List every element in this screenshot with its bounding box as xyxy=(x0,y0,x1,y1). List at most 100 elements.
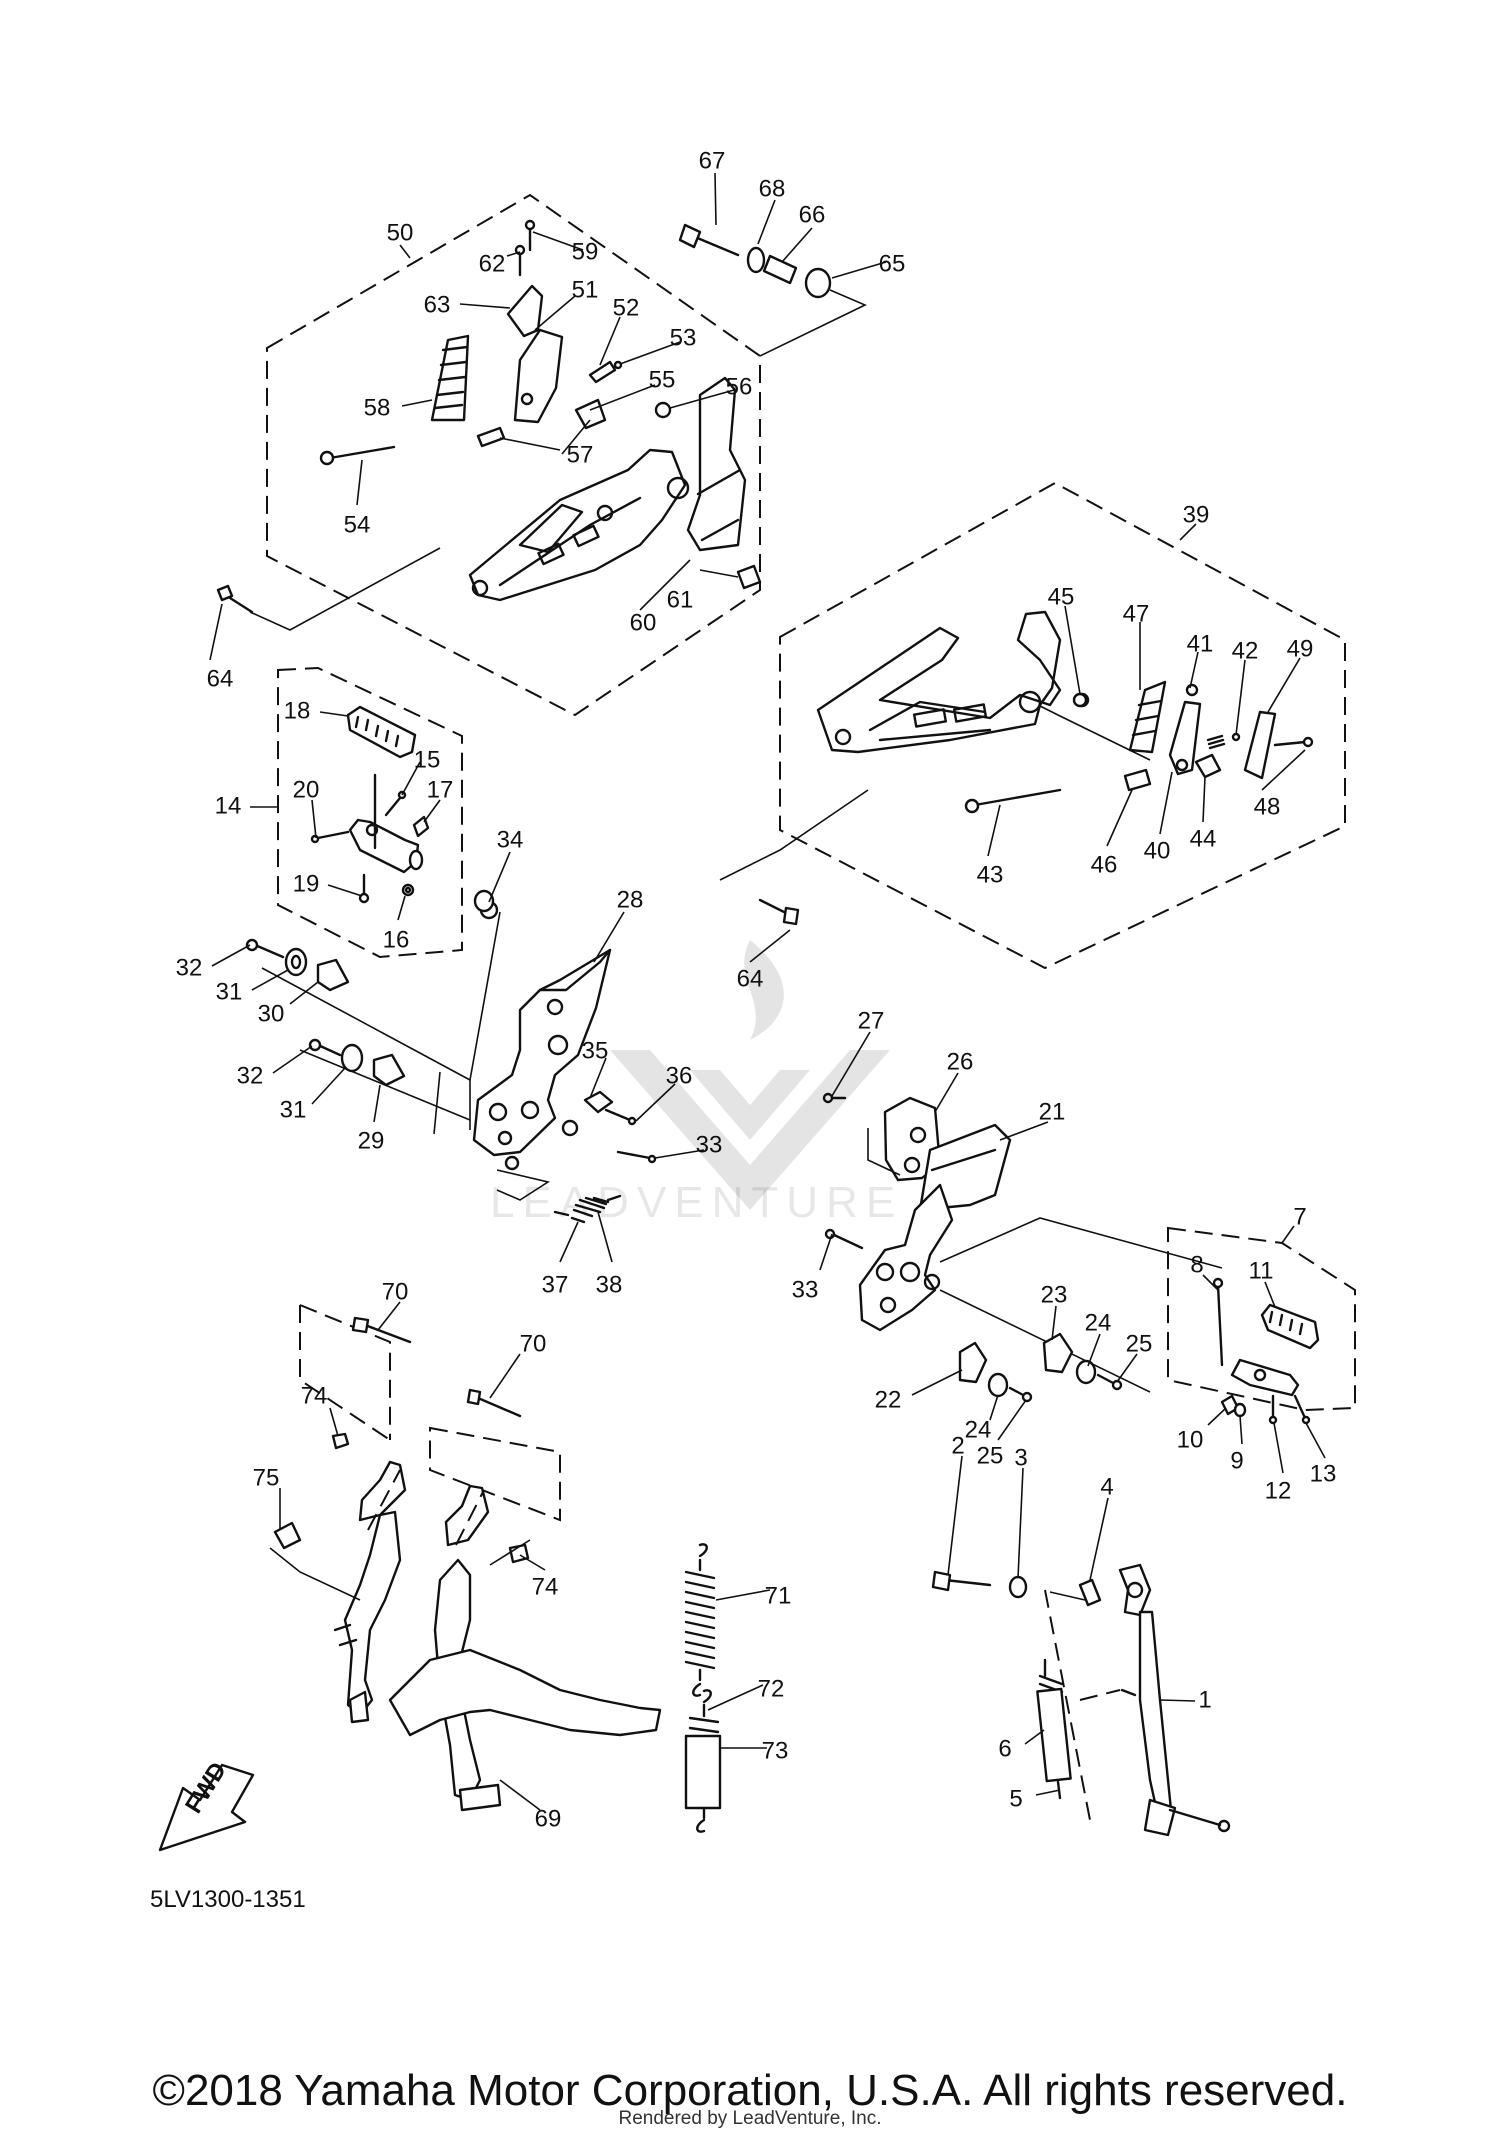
part-callout-57: 57 xyxy=(567,441,594,468)
part-callout-51: 51 xyxy=(572,276,599,303)
part-callout-55: 55 xyxy=(649,366,676,393)
bushings-left xyxy=(245,889,495,1087)
part-callout-69: 69 xyxy=(535,1805,562,1832)
part-callout-4: 4 xyxy=(1100,1473,1113,1500)
part-callout-35: 35 xyxy=(582,1037,609,1064)
part-callout-37: 37 xyxy=(542,1271,569,1298)
part-callout-64: 64 xyxy=(737,965,764,992)
part-callout-3: 3 xyxy=(1014,1444,1027,1471)
part-callout-42: 42 xyxy=(1232,637,1259,664)
part-callout-21: 21 xyxy=(1039,1098,1066,1125)
part-callout-64: 64 xyxy=(207,665,234,692)
front-footrest-left xyxy=(277,666,463,959)
part-callout-20: 20 xyxy=(293,776,320,803)
diagram-code: 5LV1300-1351 xyxy=(150,1886,306,1913)
part-callout-5: 5 xyxy=(1009,1785,1022,1812)
part-callout-66: 66 xyxy=(799,201,826,228)
part-callout-32: 32 xyxy=(176,954,203,981)
part-callout-52: 52 xyxy=(613,294,640,321)
part-callout-31: 31 xyxy=(280,1096,307,1123)
part-callout-30: 30 xyxy=(258,1000,285,1027)
part-callout-11: 11 xyxy=(1249,1257,1274,1284)
part-callout-71: 71 xyxy=(765,1582,792,1609)
part-callout-7: 7 xyxy=(1293,1203,1306,1230)
part-callout-2: 2 xyxy=(951,1432,964,1459)
part-callout-44: 44 xyxy=(1190,825,1217,852)
part-callout-13: 13 xyxy=(1310,1460,1337,1487)
part-callout-24: 24 xyxy=(1085,1309,1112,1336)
part-callout-50: 50 xyxy=(387,219,414,246)
rear-footrest-assembly-left xyxy=(266,193,762,717)
center-stand xyxy=(269,1304,662,1812)
part-callout-74: 74 xyxy=(532,1573,559,1600)
part-callout-31: 31 xyxy=(216,978,243,1005)
part-callout-9: 9 xyxy=(1230,1447,1243,1474)
part-callout-29: 29 xyxy=(358,1127,385,1154)
bushings-right xyxy=(958,1332,1123,1403)
part-callout-32: 32 xyxy=(237,1062,264,1089)
part-callout-75: 75 xyxy=(253,1464,280,1491)
part-callout-54: 54 xyxy=(344,511,371,538)
part-callout-61: 61 xyxy=(667,586,694,613)
part-callout-23: 23 xyxy=(1041,1281,1068,1308)
part-callout-48: 48 xyxy=(1254,793,1281,820)
watermark-logo-icon xyxy=(610,940,890,1210)
part-callout-74: 74 xyxy=(301,1382,328,1409)
part-callout-14: 14 xyxy=(215,792,242,819)
stand-springs xyxy=(684,1543,722,1833)
part-callout-6: 6 xyxy=(998,1735,1011,1762)
part-callout-25: 25 xyxy=(1126,1330,1153,1357)
copyright-notice: ©2018 Yamaha Motor Corporation, U.S.A. A… xyxy=(152,2066,1348,2115)
part-callout-65: 65 xyxy=(879,250,906,277)
part-callout-70: 70 xyxy=(520,1330,547,1357)
part-callout-33: 33 xyxy=(792,1276,819,1303)
part-callout-26: 26 xyxy=(947,1048,974,1075)
mount-bolt-spacers xyxy=(678,223,867,357)
part-callout-39: 39 xyxy=(1183,501,1210,528)
front-bracket-left xyxy=(261,900,657,1224)
part-callout-38: 38 xyxy=(596,1271,623,1298)
part-callout-58: 58 xyxy=(364,394,391,421)
part-callout-17: 17 xyxy=(427,776,454,803)
part-callout-72: 72 xyxy=(758,1675,785,1702)
part-callout-49: 49 xyxy=(1287,635,1314,662)
part-callout-18: 18 xyxy=(284,697,311,724)
part-callout-24: 24 xyxy=(965,1416,992,1443)
part-callout-45: 45 xyxy=(1048,583,1075,610)
part-callout-16: 16 xyxy=(383,926,410,953)
rendered-by-notice: Rendered by LeadVenture, Inc. xyxy=(618,2108,882,2129)
part-callout-46: 46 xyxy=(1091,851,1118,878)
part-callout-60: 60 xyxy=(630,609,657,636)
bolt-64-b xyxy=(719,789,869,926)
front-bracket-right xyxy=(822,1092,1223,1393)
part-callout-8: 8 xyxy=(1190,1251,1203,1278)
part-callout-63: 63 xyxy=(424,291,451,318)
part-callout-1: 1 xyxy=(1198,1686,1211,1713)
part-callout-33: 33 xyxy=(696,1131,723,1158)
part-callout-22: 22 xyxy=(875,1386,902,1413)
part-callout-28: 28 xyxy=(617,886,644,913)
callout-leaders xyxy=(209,172,1326,1796)
side-stand xyxy=(931,1563,1231,1837)
rear-footrest-assembly-right xyxy=(779,481,1346,970)
part-callout-73: 73 xyxy=(762,1737,789,1764)
part-callout-53: 53 xyxy=(670,324,697,351)
part-callout-59: 59 xyxy=(572,238,599,265)
part-callout-12: 12 xyxy=(1265,1477,1292,1504)
part-callout-62: 62 xyxy=(479,250,506,277)
bolt-64-a xyxy=(216,547,441,631)
part-callout-68: 68 xyxy=(759,175,786,202)
part-callout-15: 15 xyxy=(414,746,441,773)
watermark-text: LEADVENTURE xyxy=(490,1178,904,1227)
part-callout-27: 27 xyxy=(858,1007,885,1034)
part-callout-47: 47 xyxy=(1123,600,1150,627)
part-callout-70: 70 xyxy=(382,1278,409,1305)
part-callout-10: 10 xyxy=(1177,1426,1204,1453)
part-callout-41: 41 xyxy=(1187,630,1214,657)
part-callout-19: 19 xyxy=(293,870,320,897)
part-callout-67: 67 xyxy=(699,147,726,174)
part-callout-43: 43 xyxy=(977,861,1004,888)
part-callout-40: 40 xyxy=(1144,837,1171,864)
